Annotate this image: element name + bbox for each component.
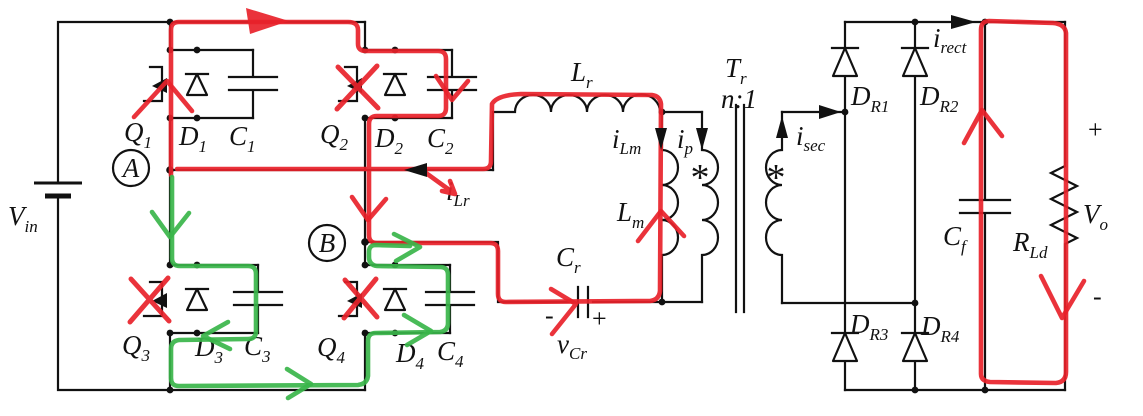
diode-dr4 xyxy=(901,331,929,363)
filter-cap-cf xyxy=(958,20,1012,392)
red-arrow-q1-up xyxy=(131,78,195,120)
isec-up-arrow xyxy=(776,116,788,138)
label-irect: irect xyxy=(933,23,968,57)
green-arrow-c3-left xyxy=(200,319,233,352)
red-current-path xyxy=(127,8,1087,386)
label-q4: Q4 xyxy=(317,332,346,367)
label-c4: C4 xyxy=(437,336,464,371)
red-arrow-ilr xyxy=(423,170,458,197)
label-d1: D1 xyxy=(178,121,207,156)
mosfet-q3-arrow xyxy=(152,293,167,308)
label-cr: Cr xyxy=(556,242,581,277)
label-dr2: DR2 xyxy=(919,81,959,116)
label-out-plus: + xyxy=(1088,115,1103,144)
label-cr-minus: - xyxy=(545,301,554,330)
node-markers: A B xyxy=(111,148,347,263)
secondary-winding xyxy=(764,110,784,305)
label-q3: Q3 xyxy=(122,330,150,365)
label-d4: D4 xyxy=(395,338,425,373)
cell-q4-bus xyxy=(363,263,452,335)
cell-q3-bus xyxy=(168,263,260,335)
ilr-arrow xyxy=(404,163,427,177)
diode-d1 xyxy=(185,72,209,97)
label-q2: Q2 xyxy=(320,119,349,154)
secondary-dot-mark: * xyxy=(767,157,786,199)
label-ilm: iLm xyxy=(612,124,641,158)
label-c1: C1 xyxy=(229,121,256,156)
label-vcr: vCr xyxy=(557,329,587,363)
red-arrow-cr-right xyxy=(548,286,579,337)
green-loop xyxy=(168,174,451,389)
red-arrow-lm-up xyxy=(635,208,687,244)
label-lr: Lr xyxy=(570,57,593,92)
off-mark-q2 xyxy=(334,63,381,112)
label-vin: Vin xyxy=(8,201,38,236)
green-arrow-a-down xyxy=(149,209,192,240)
label-lm: Lm xyxy=(616,197,644,232)
green-current-path xyxy=(149,174,451,401)
green-arrow-c4-right xyxy=(401,312,434,348)
red-arrow-rld-down xyxy=(1038,273,1087,321)
labels: Vin Q1 D1 C1 Q2 D2 C2 Q3 D3 C3 Q4 D4 C4 … xyxy=(8,23,1108,373)
red-arrow-cf-up xyxy=(961,107,1005,146)
red-arrow-c2-down xyxy=(433,73,471,103)
label-cr-plus: + xyxy=(592,304,607,333)
top-rail xyxy=(56,20,367,185)
resonant-inductor-lr xyxy=(491,93,704,172)
green-arrow-b-right xyxy=(391,231,423,264)
off-mark-q3 xyxy=(127,275,172,325)
diode-dr3 xyxy=(831,331,859,363)
cap-c2 xyxy=(426,48,478,120)
bottom-rail xyxy=(56,194,367,392)
label-ip: ip xyxy=(677,124,693,158)
red-arrow-leg-b-down xyxy=(349,194,389,223)
label-d2: D2 xyxy=(374,123,404,158)
cap-c1 xyxy=(227,48,279,120)
red-output-loop xyxy=(978,18,1069,386)
switch-cell-q1 xyxy=(142,48,279,120)
switch-cell-q3 xyxy=(142,263,284,335)
label-tr: Tr xyxy=(725,53,747,88)
diode-dr2 xyxy=(901,46,929,78)
label-c2: C2 xyxy=(427,123,454,158)
diode-d3 xyxy=(185,287,209,312)
label-cf: Cf xyxy=(943,221,968,256)
label-dr1: DR1 xyxy=(850,81,889,116)
off-mark-q4 xyxy=(341,276,380,321)
diode-d2 xyxy=(383,72,407,97)
ilm-arrow xyxy=(655,128,667,150)
transformer-tr xyxy=(700,103,917,314)
node-b-circle xyxy=(307,223,347,263)
green-arrow-rail-right xyxy=(284,366,314,401)
cell-q1-bus xyxy=(168,48,255,120)
node-a-circle xyxy=(111,148,151,188)
primary-dot-mark: * xyxy=(691,157,710,199)
magnetizing-inductor-lm xyxy=(660,110,680,304)
irect-arrow xyxy=(951,15,976,29)
label-dr3: DR3 xyxy=(849,309,888,344)
node-b-label: B xyxy=(319,228,336,258)
label-out-minus: - xyxy=(1093,282,1102,311)
primary-winding xyxy=(700,110,720,304)
resonant-tank xyxy=(491,93,704,319)
diode-d4 xyxy=(383,287,407,312)
printed-current-arrows xyxy=(404,15,976,177)
label-q1: Q1 xyxy=(124,117,152,152)
ip-arrow xyxy=(696,128,708,150)
red-primary-loop xyxy=(168,19,664,305)
isec-right-arrow xyxy=(819,105,841,119)
transformer-core xyxy=(734,103,746,314)
label-vo: Vo xyxy=(1083,199,1108,234)
label-isec: isec xyxy=(796,121,826,155)
label-dr4: DR4 xyxy=(920,311,960,346)
node-a-label: A xyxy=(121,153,140,183)
label-rld: RLd xyxy=(1012,227,1048,262)
diode-dr1 xyxy=(831,46,859,78)
red-arrow-top-rail xyxy=(246,8,289,34)
label-turns-ratio: n:1 xyxy=(721,84,757,114)
